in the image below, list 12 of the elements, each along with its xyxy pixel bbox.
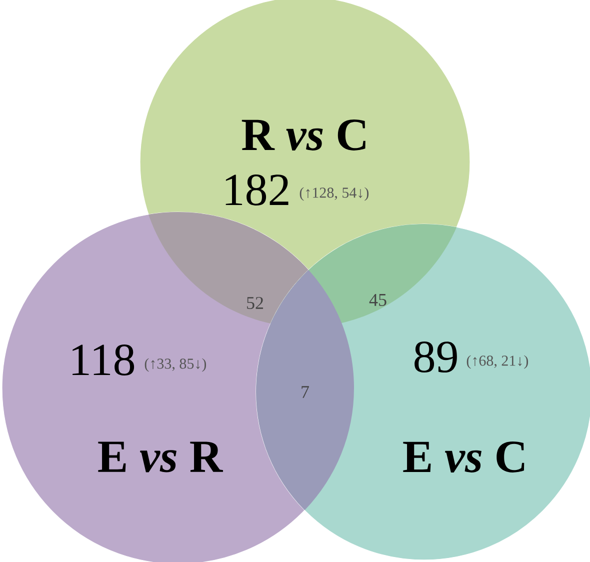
overlap-count: 45	[369, 294, 386, 306]
comparison-title: E vs R	[98, 442, 224, 472]
up-down-count: (↑68, 21↓)	[466, 355, 528, 369]
gene-count: 182	[226, 174, 288, 206]
overlap-count: 7	[302, 386, 309, 398]
overlap-count: 52	[247, 296, 264, 310]
comparison-title: R vs C	[242, 120, 366, 150]
gene-count: 89	[414, 341, 457, 373]
gene-count: 118	[72, 344, 134, 376]
up-down-count: (↑128, 54↓)	[300, 187, 369, 201]
up-down-count: (↑33, 85↓)	[144, 358, 206, 372]
comparison-title: E vs C	[403, 442, 524, 472]
